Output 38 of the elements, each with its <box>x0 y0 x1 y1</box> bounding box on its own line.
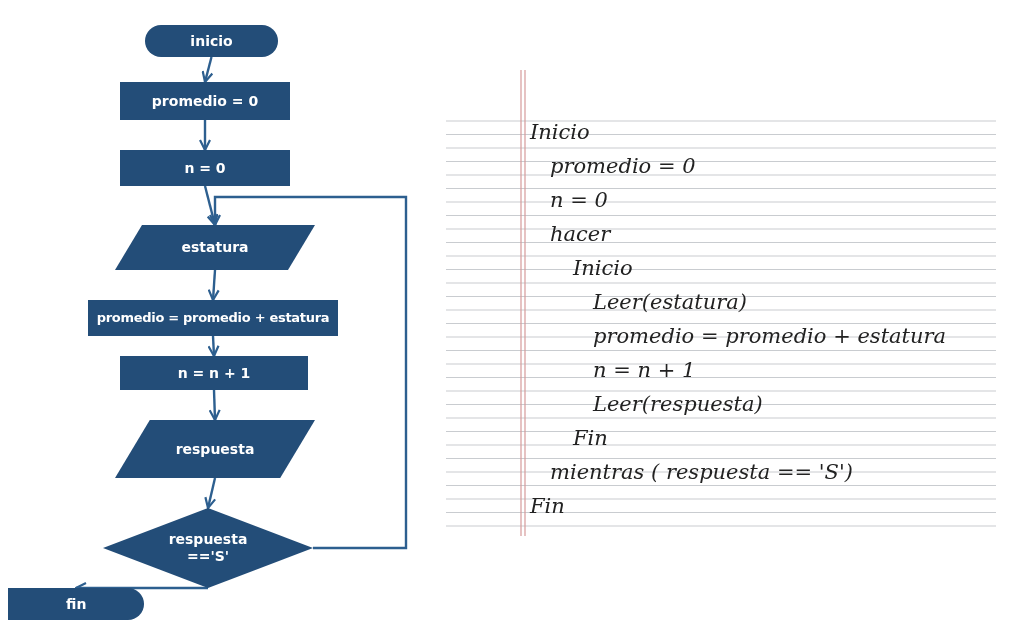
node-label: respuesta <box>175 440 255 458</box>
pseudocode-line: Inicio <box>573 258 633 279</box>
pseudocode-line: mientras ( respuesta == 'S') <box>550 462 853 483</box>
arrow <box>201 56 214 84</box>
node-label: promedio = promedio + estatura <box>96 310 330 326</box>
process-box <box>120 356 308 390</box>
pseudocode-line: Leer(estatura) <box>593 292 747 313</box>
pseudocode-line: Fin <box>530 496 565 517</box>
arrow <box>208 389 221 422</box>
node-label: inicio <box>190 32 233 50</box>
input-parallelogram <box>115 420 315 478</box>
arrow <box>198 120 212 152</box>
arrow <box>208 195 408 550</box>
node-label: respuesta =='S' <box>167 531 249 565</box>
process-box <box>120 82 290 120</box>
node-label: fin <box>66 595 87 613</box>
arrow <box>207 335 220 358</box>
node-label: estatura <box>181 239 249 256</box>
node-label: n = n + 1 <box>177 364 251 382</box>
pseudocode-line: Leer(respuesta) <box>593 394 763 415</box>
pseudocode-line: hacer <box>550 224 611 245</box>
pseudocode-line: Inicio <box>530 122 590 143</box>
pseudocode-line: n = 0 <box>550 190 608 211</box>
node-label: n = 0 <box>184 159 226 177</box>
pseudocode-line: Fin <box>573 428 608 449</box>
pseudocode-line: promedio = promedio + estatura <box>593 326 947 347</box>
pseudocode-line: promedio = 0 <box>550 156 696 177</box>
terminal-shape <box>8 588 144 620</box>
process-box <box>120 150 290 186</box>
arrow <box>207 269 220 302</box>
terminal-shape <box>145 25 278 57</box>
input-parallelogram <box>115 225 315 270</box>
pseudocode-line: n = n + 1 <box>593 360 696 381</box>
arrow <box>204 477 217 510</box>
decision-diamond <box>103 508 313 588</box>
arrow <box>203 185 219 227</box>
process-box <box>88 300 338 336</box>
node-label: promedio = 0 <box>151 92 259 110</box>
